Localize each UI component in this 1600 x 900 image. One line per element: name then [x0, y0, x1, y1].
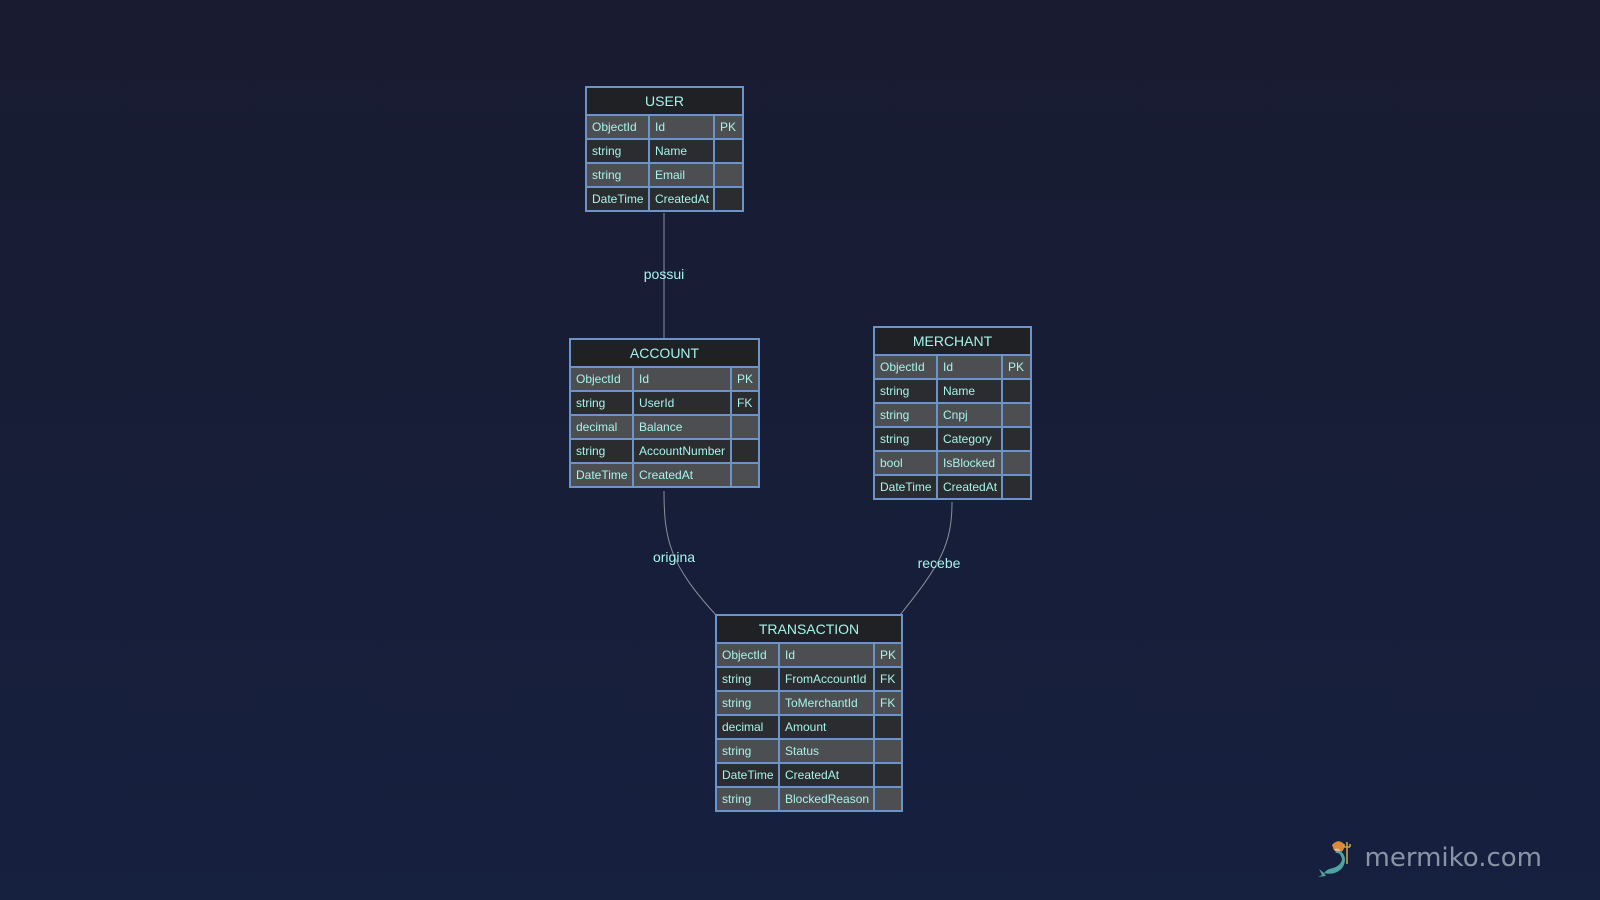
attribute-key-cell — [732, 464, 758, 486]
attribute-name-cell: FromAccountId — [780, 668, 873, 690]
attribute-type-cell: ObjectId — [587, 116, 648, 138]
attribute-type-cell: DateTime — [717, 764, 778, 786]
entity-title: USER — [587, 88, 742, 114]
attribute-type-cell: DateTime — [571, 464, 632, 486]
attribute-type-cell: ObjectId — [717, 644, 778, 666]
attribute-name-cell: Name — [650, 140, 713, 162]
attribute-name-cell: Category — [938, 428, 1001, 450]
attribute-type-cell: string — [571, 440, 632, 462]
edge-merchant-transaction — [899, 501, 953, 616]
attribute-type-cell: string — [717, 668, 778, 690]
attribute-type-cell: string — [875, 428, 936, 450]
watermark-text[interactable]: mermiko.com — [1364, 843, 1542, 873]
attribute-name-cell: Id — [780, 644, 873, 666]
entity-title: TRANSACTION — [717, 616, 901, 642]
attribute-key-cell — [1003, 380, 1030, 402]
edge-label-recebe: recebe — [917, 555, 961, 571]
attribute-name-cell: AccountNumber — [634, 440, 730, 462]
attribute-key-cell — [1003, 452, 1030, 474]
attribute-type-cell: DateTime — [875, 476, 936, 498]
attribute-name-cell: CreatedAt — [634, 464, 730, 486]
attribute-type-cell: string — [587, 140, 648, 162]
attribute-name-cell: Email — [650, 164, 713, 186]
watermark[interactable]: mermiko.com — [1315, 838, 1542, 878]
attribute-name-cell: IsBlocked — [938, 452, 1001, 474]
attribute-key-cell: PK — [875, 644, 901, 666]
attribute-key-cell: FK — [732, 392, 758, 414]
attribute-key-cell — [875, 788, 901, 810]
mermaid-icon — [1317, 841, 1351, 877]
attribute-type-cell: string — [717, 740, 778, 762]
attribute-type-cell: ObjectId — [571, 368, 632, 390]
attribute-name-cell: Cnpj — [938, 404, 1001, 426]
attribute-key-cell: PK — [1003, 356, 1030, 378]
attribute-name-cell: BlockedReason — [780, 788, 873, 810]
attribute-name-cell: UserId — [634, 392, 730, 414]
attribute-name-cell: Id — [938, 356, 1001, 378]
attribute-type-cell: string — [717, 692, 778, 714]
attribute-key-cell — [715, 188, 742, 210]
attribute-type-cell: decimal — [571, 416, 632, 438]
entity-title: MERCHANT — [875, 328, 1030, 354]
attribute-type-cell: DateTime — [587, 188, 648, 210]
entity-title: ACCOUNT — [571, 340, 758, 366]
attribute-name-cell: CreatedAt — [938, 476, 1001, 498]
attribute-key-cell: FK — [875, 692, 901, 714]
attribute-type-cell: bool — [875, 452, 936, 474]
attribute-name-cell: Id — [634, 368, 730, 390]
attribute-name-cell: Balance — [634, 416, 730, 438]
attribute-key-cell — [732, 416, 758, 438]
attribute-key-cell — [1003, 476, 1030, 498]
attribute-type-cell: string — [875, 404, 936, 426]
attribute-key-cell — [732, 440, 758, 462]
attribute-type-cell: string — [587, 164, 648, 186]
attribute-key-cell — [1003, 404, 1030, 426]
attribute-key-cell — [875, 716, 901, 738]
edge-label-origina: origina — [652, 549, 696, 565]
attribute-key-cell — [715, 164, 742, 186]
attribute-key-cell: PK — [715, 116, 742, 138]
attribute-key-cell: PK — [732, 368, 758, 390]
attribute-name-cell: Status — [780, 740, 873, 762]
attribute-name-cell: CreatedAt — [780, 764, 873, 786]
attribute-name-cell: Name — [938, 380, 1001, 402]
attribute-key-cell — [875, 740, 901, 762]
attribute-key-cell — [875, 764, 901, 786]
edge-label-possui: possui — [643, 266, 685, 282]
attribute-type-cell: string — [875, 380, 936, 402]
attribute-key-cell — [715, 140, 742, 162]
attribute-key-cell: FK — [875, 668, 901, 690]
attribute-type-cell: decimal — [717, 716, 778, 738]
attribute-name-cell: Id — [650, 116, 713, 138]
attribute-name-cell: Amount — [780, 716, 873, 738]
attribute-name-cell: CreatedAt — [650, 188, 713, 210]
attribute-type-cell: ObjectId — [875, 356, 936, 378]
attribute-name-cell: ToMerchantId — [780, 692, 873, 714]
edge-account-transaction — [663, 490, 717, 616]
attribute-type-cell: string — [717, 788, 778, 810]
attribute-key-cell — [1003, 428, 1030, 450]
attribute-type-cell: string — [571, 392, 632, 414]
